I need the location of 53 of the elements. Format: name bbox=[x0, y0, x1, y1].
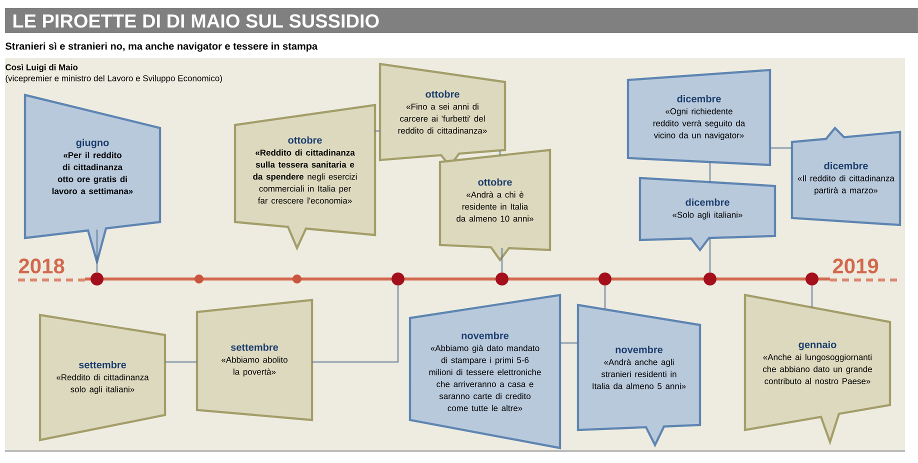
month-label: ottobre bbox=[288, 136, 322, 144]
speech-bubble bbox=[638, 176, 776, 252]
month-label: gennaio bbox=[798, 340, 836, 350]
speech-bubble bbox=[626, 68, 772, 166]
speech-bubble bbox=[744, 294, 892, 446]
timeline-dot bbox=[806, 272, 818, 286]
quote-text: «Anche ai lungosoggiornanti che abbiano dato un grande contributo al nostro Paese» bbox=[762, 354, 872, 384]
timeline-dot bbox=[704, 272, 716, 286]
title-banner: LE PIROETTE DI DI MAIO SUL SUSSIDIO bbox=[5, 8, 918, 33]
quote-text: «Abbiamo già dato mandato di stampare i primi 5-6 milioni di tessere elettroniche che arriveranno a casa e saranno carte di credito come tutte le altre» bbox=[429, 344, 541, 412]
month-label: settembre bbox=[78, 361, 126, 368]
month-label: dicembre bbox=[824, 162, 868, 170]
quote-text: «Andrà anche agli stranieri residenti in Italia da almeno 5 anni» bbox=[592, 358, 686, 390]
quote-text: «Per il reddito di cittadinanza otto ore gratis di lavoro a settimana» bbox=[52, 152, 133, 194]
quote-text: «Ogni richiedente reddito verrà seguito da vicino da un navigator» bbox=[653, 108, 746, 140]
month-label: dicembre bbox=[686, 198, 730, 206]
timeline-dot bbox=[496, 272, 508, 286]
month-label: novembre bbox=[462, 332, 509, 340]
source-name: Così Luigi di Maio bbox=[6, 64, 78, 72]
source-role: (vicepremier e ministro del Lavoro e Sviluppo Economico) bbox=[6, 75, 222, 83]
timeline-dot bbox=[598, 272, 612, 286]
quote-text: «Il reddito di cittadinanza partirà a marzo» bbox=[798, 175, 894, 195]
month-label: novembre bbox=[616, 346, 663, 354]
connector-line bbox=[374, 130, 380, 132]
quote-text: «Abbiamo abolito la povertà» bbox=[222, 356, 288, 376]
quote-text: «Reddito di cittadinanza solo agli italiani» bbox=[56, 374, 149, 394]
quote-text: «Andrà a chi è residente in Italia da almeno 10 anni» bbox=[456, 191, 534, 222]
speech-bubble bbox=[408, 294, 562, 450]
speech-bubble bbox=[38, 314, 166, 442]
timeline-dot bbox=[292, 274, 302, 284]
year-label: 2018 bbox=[18, 258, 64, 274]
connector-line bbox=[96, 229, 98, 273]
speech-bubble bbox=[438, 148, 552, 262]
speech-bubble bbox=[234, 104, 376, 251]
quote-text: «Fino a sei anni di carcere ai 'furbetti' del reddito di cittadinanza» bbox=[398, 103, 487, 134]
year-label: 2019 bbox=[832, 258, 878, 274]
connector-line bbox=[604, 285, 606, 310]
timeline-dot bbox=[90, 272, 104, 286]
timeline-dot bbox=[194, 274, 204, 284]
month-label: ottobre bbox=[478, 178, 512, 186]
timeline-dot bbox=[392, 272, 404, 286]
speech-bubble bbox=[576, 304, 702, 448]
month-label: settembre bbox=[230, 344, 278, 351]
connector-line bbox=[560, 342, 578, 344]
month-label: dicembre bbox=[677, 95, 721, 102]
quote-text: «Reddito di cittadinanza sulla tessera sanitaria e da spendere negli esercizi commerciali in Italia per far crescere l'economia» bbox=[253, 149, 357, 204]
subtitle: Stranieri sì e stranieri no, ma anche navigator e tessere in stampa bbox=[6, 42, 318, 52]
quote-text: «Solo agli italiani» bbox=[672, 212, 742, 220]
speech-bubble bbox=[196, 298, 314, 422]
connector-line bbox=[312, 285, 398, 362]
speech-bubble bbox=[790, 126, 902, 226]
month-label: giugno bbox=[76, 138, 109, 148]
month-label: ottobre bbox=[426, 90, 460, 98]
